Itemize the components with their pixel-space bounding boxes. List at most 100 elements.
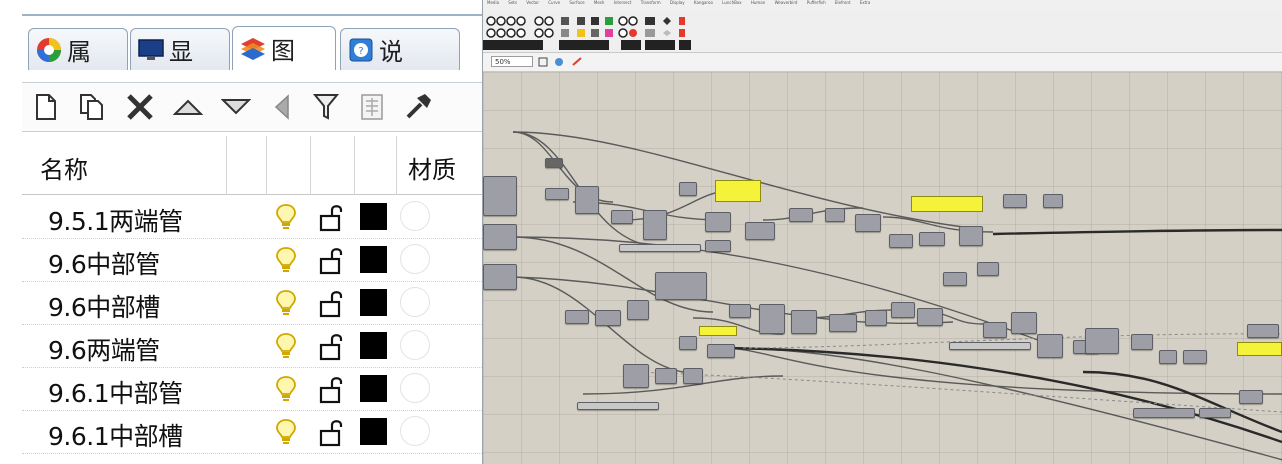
grasshopper-component[interactable]	[791, 310, 817, 334]
grasshopper-component[interactable]	[483, 224, 517, 250]
layer-material-swatch[interactable]	[400, 244, 430, 274]
menu-item[interactable]: Kangaroo	[693, 0, 713, 5]
layer-row[interactable]: 9.5.1两端管	[22, 196, 482, 239]
layer-name[interactable]: 9.6.1中部管	[48, 379, 183, 408]
grasshopper-component[interactable]	[679, 336, 697, 350]
tools-button[interactable]	[402, 91, 434, 123]
unlock-icon[interactable]	[318, 202, 344, 232]
menu-item[interactable]: Extra	[859, 0, 871, 5]
menu-item[interactable]: Display	[669, 0, 685, 5]
layer-color-swatch[interactable]	[360, 418, 387, 445]
layer-name[interactable]: 9.5.1两端管	[48, 207, 183, 236]
layer-row[interactable]: 9.6.1中部槽	[22, 411, 482, 454]
grasshopper-component[interactable]	[1131, 334, 1153, 350]
grasshopper-slider[interactable]	[619, 244, 701, 252]
tab-display[interactable]: 显	[130, 28, 230, 70]
layer-row[interactable]: 9.6中部管	[22, 239, 482, 282]
layer-row[interactable]: 9.6.1中部管	[22, 368, 482, 411]
grasshopper-component[interactable]	[679, 182, 697, 196]
grasshopper-component[interactable]	[745, 222, 775, 240]
menu-item[interactable]: Vector	[526, 0, 539, 5]
grasshopper-component[interactable]	[983, 322, 1007, 338]
menu-item[interactable]: Human	[750, 0, 766, 5]
grasshopper-component[interactable]	[545, 188, 569, 200]
canvas-note[interactable]	[715, 180, 761, 202]
menu-item[interactable]: Surface	[569, 0, 585, 5]
menu-item[interactable]: Elefront	[834, 0, 851, 5]
light-bulb-icon[interactable]	[274, 245, 298, 275]
menu-item[interactable]: LunchBox	[722, 0, 742, 5]
grasshopper-component[interactable]	[705, 212, 731, 232]
layer-material-swatch[interactable]	[400, 416, 430, 446]
layer-material-swatch[interactable]	[400, 373, 430, 403]
delete-layer-button[interactable]	[124, 91, 156, 123]
unlock-icon[interactable]	[318, 374, 344, 404]
layer-name[interactable]: 9.6.1中部槽	[48, 422, 183, 451]
light-bulb-icon[interactable]	[274, 374, 298, 404]
canvas-view-tools[interactable]	[537, 56, 597, 68]
grasshopper-component[interactable]	[1043, 194, 1063, 208]
grasshopper-component[interactable]	[1003, 194, 1027, 208]
grasshopper-component[interactable]	[1183, 350, 1207, 364]
column-name-header[interactable]: 名称	[40, 156, 88, 184]
light-bulb-icon[interactable]	[274, 417, 298, 447]
grasshopper-component[interactable]	[889, 234, 913, 248]
grasshopper-component[interactable]	[705, 240, 731, 252]
layer-material-swatch[interactable]	[400, 330, 430, 360]
new-sublayer-button[interactable]	[76, 91, 108, 123]
grasshopper-component[interactable]	[483, 264, 517, 290]
menu-item[interactable]: Sets	[508, 0, 517, 5]
grasshopper-component[interactable]	[1037, 334, 1063, 358]
grasshopper-component[interactable]	[1011, 312, 1037, 334]
tab-layers[interactable]: 图	[232, 26, 336, 70]
layer-name[interactable]: 9.6两端管	[48, 336, 160, 365]
layer-color-swatch[interactable]	[360, 375, 387, 402]
grasshopper-component[interactable]	[865, 310, 887, 326]
move-up-button[interactable]	[172, 91, 204, 123]
layer-color-swatch[interactable]	[360, 203, 387, 230]
grasshopper-component[interactable]	[1159, 350, 1177, 364]
grasshopper-component[interactable]	[959, 226, 983, 246]
layer-row[interactable]: 9.6中部槽	[22, 282, 482, 325]
layer-material-swatch[interactable]	[400, 201, 430, 231]
grasshopper-component[interactable]	[1199, 408, 1231, 418]
layer-color-swatch[interactable]	[360, 246, 387, 273]
canvas-note[interactable]	[1237, 342, 1282, 356]
grasshopper-component[interactable]	[627, 300, 649, 320]
grasshopper-component[interactable]	[891, 302, 915, 318]
grasshopper-component[interactable]	[855, 214, 881, 232]
grasshopper-component[interactable]	[917, 308, 943, 326]
grasshopper-component[interactable]	[729, 304, 751, 318]
tab-help[interactable]: ? 说	[340, 28, 460, 70]
canvas-note[interactable]	[699, 326, 737, 336]
light-bulb-icon[interactable]	[274, 202, 298, 232]
unlock-icon[interactable]	[318, 245, 344, 275]
grasshopper-component[interactable]	[623, 364, 649, 388]
layer-color-swatch[interactable]	[360, 289, 387, 316]
grasshopper-component[interactable]	[655, 272, 707, 300]
grasshopper-component[interactable]	[483, 176, 517, 216]
grasshopper-component[interactable]	[575, 186, 599, 214]
layer-color-swatch[interactable]	[360, 332, 387, 359]
grasshopper-component[interactable]	[919, 232, 945, 246]
grasshopper-component[interactable]	[977, 262, 999, 276]
filter-button[interactable]	[310, 91, 342, 123]
menu-item[interactable]: Pufferfish	[806, 0, 826, 5]
grasshopper-component[interactable]	[683, 368, 703, 384]
grasshopper-component[interactable]	[789, 208, 813, 222]
unlock-icon[interactable]	[318, 288, 344, 318]
grasshopper-component[interactable]	[1133, 408, 1195, 418]
grasshopper-canvas[interactable]	[483, 72, 1282, 464]
menu-item[interactable]: Media	[487, 0, 500, 5]
menu-item[interactable]: Mesh	[593, 0, 605, 5]
grasshopper-component[interactable]	[545, 158, 563, 168]
grasshopper-component[interactable]	[829, 314, 857, 332]
grasshopper-component[interactable]	[759, 304, 785, 334]
component-icons[interactable]	[483, 12, 763, 52]
light-bulb-icon[interactable]	[274, 288, 298, 318]
layer-row[interactable]: 9.6两端管	[22, 325, 482, 368]
grasshopper-component[interactable]	[1239, 390, 1263, 404]
layer-name[interactable]: 9.6中部管	[48, 250, 160, 279]
column-material-header[interactable]: 材质	[408, 156, 456, 184]
layer-material-swatch[interactable]	[400, 287, 430, 317]
